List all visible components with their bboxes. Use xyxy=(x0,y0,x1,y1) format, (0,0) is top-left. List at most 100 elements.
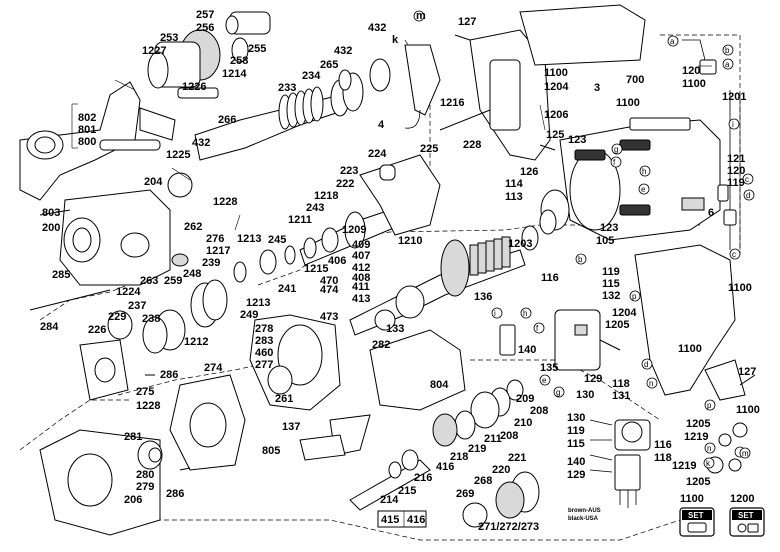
label-h: h xyxy=(642,167,646,176)
label-1213b: 1213 xyxy=(246,297,270,309)
label-115a: 115 xyxy=(602,278,620,290)
label-1209: 1209 xyxy=(342,224,366,236)
label-215: 215 xyxy=(398,485,416,497)
label-432c: 432 xyxy=(192,137,210,149)
leader-lines xyxy=(71,65,741,250)
label-1217: 1217 xyxy=(206,245,230,257)
label-411: 411 xyxy=(352,281,370,293)
label-1224: 1224 xyxy=(116,286,141,298)
label-115b: 115 xyxy=(567,438,585,450)
label-200: 200 xyxy=(42,222,60,234)
label-1206: 1206 xyxy=(544,109,568,121)
label-b1: b xyxy=(725,46,730,55)
label-220: 220 xyxy=(492,464,510,476)
label-1201: 1201 xyxy=(722,91,746,103)
label-i: i xyxy=(732,120,734,129)
set-1200-icon xyxy=(737,523,747,533)
label-n2: n xyxy=(707,444,711,453)
set-1200-number: 1200 xyxy=(730,493,754,505)
label-120b: 120 xyxy=(727,165,745,177)
label-802: 802 xyxy=(78,112,96,124)
label-1214: 1214 xyxy=(222,68,247,80)
label-4: 4 xyxy=(378,119,385,131)
label-262: 262 xyxy=(184,221,202,233)
label-1100e: 1100 xyxy=(678,343,702,355)
label-1219b: 1219 xyxy=(672,460,696,472)
label-263: 263 xyxy=(140,275,158,287)
label-281: 281 xyxy=(124,431,142,443)
label-1227: 1227 xyxy=(142,45,166,57)
label-1100a: 1100 xyxy=(544,67,568,79)
label-415: 415 xyxy=(381,514,399,526)
label-133: 133 xyxy=(386,323,404,335)
label-f1: f xyxy=(613,158,616,167)
label-132: 132 xyxy=(602,290,620,302)
label-282: 282 xyxy=(372,339,390,351)
label-209: 209 xyxy=(516,393,534,405)
label-1210: 1210 xyxy=(398,235,422,247)
label-233: 233 xyxy=(278,82,296,94)
label-1203: 1203 xyxy=(508,238,532,250)
label-432a: 432 xyxy=(368,22,386,34)
label-259: 259 xyxy=(164,275,182,287)
set-1100-icon xyxy=(687,522,707,533)
part-800-shape xyxy=(19,81,141,201)
label-210: 210 xyxy=(514,417,532,429)
label-284: 284 xyxy=(40,321,59,333)
wiring-note-line1: brown-AUS xyxy=(568,508,601,514)
label-1213a: 1213 xyxy=(237,233,261,245)
label-129b: 129 xyxy=(567,469,585,481)
set-badges: 1100 SET 1200 SET xyxy=(679,493,765,537)
label-113: 113 xyxy=(505,191,523,203)
part-labels: 257 256 1227 253 255 258 1214 1226 432 4… xyxy=(40,9,760,533)
label-129a: 129 xyxy=(584,373,602,385)
label-206: 206 xyxy=(124,494,142,506)
label-216: 216 xyxy=(414,472,432,484)
label-c1: c xyxy=(745,175,749,184)
part-140-shape xyxy=(554,309,601,371)
label-225: 225 xyxy=(420,143,438,155)
label-1219a: 1219 xyxy=(684,431,708,443)
label-p1: p xyxy=(632,292,637,301)
label-d1: d xyxy=(746,191,750,200)
label-1215: 1215 xyxy=(304,263,328,275)
label-277: 277 xyxy=(255,359,273,371)
label-140b: 140 xyxy=(567,456,585,468)
label-269: 269 xyxy=(456,488,474,500)
label-460: 460 xyxy=(255,347,273,359)
label-1212: 1212 xyxy=(184,336,208,348)
label-801: 801 xyxy=(78,124,96,136)
label-125: 125 xyxy=(546,129,564,141)
label-432b: 432 xyxy=(334,45,352,57)
label-280: 280 xyxy=(136,469,154,481)
label-805: 805 xyxy=(262,445,280,457)
label-286b: 286 xyxy=(166,488,184,500)
label-241: 241 xyxy=(278,283,296,295)
label-226: 226 xyxy=(88,324,106,336)
label-d2: d xyxy=(644,360,648,369)
label-211: 211 xyxy=(484,433,502,445)
label-105: 105 xyxy=(596,235,614,247)
label-416b: 416 xyxy=(407,514,425,526)
label-223: 223 xyxy=(340,165,358,177)
connection-markers xyxy=(413,10,755,469)
label-1225: 1225 xyxy=(166,149,190,161)
label-222: 222 xyxy=(336,178,354,190)
label-276: 276 xyxy=(206,233,224,245)
label-408: 408 xyxy=(352,272,370,284)
label-208a: 208 xyxy=(530,405,548,417)
label-1228a: 1228 xyxy=(213,196,237,208)
label-407: 407 xyxy=(352,250,370,262)
label-255: 255 xyxy=(248,43,266,55)
label-278: 278 xyxy=(255,323,273,335)
label-127a: 127 xyxy=(458,16,476,28)
label-123a: 123 xyxy=(568,134,586,146)
label-238: 238 xyxy=(142,313,160,325)
label-804: 804 xyxy=(430,379,449,391)
label-243: 243 xyxy=(306,202,324,214)
label-130a: 130 xyxy=(576,389,594,401)
label-219: 219 xyxy=(468,443,486,455)
label-k: k xyxy=(392,34,399,46)
part-1100-handle-shape xyxy=(634,244,736,396)
label-239: 239 xyxy=(202,257,220,269)
